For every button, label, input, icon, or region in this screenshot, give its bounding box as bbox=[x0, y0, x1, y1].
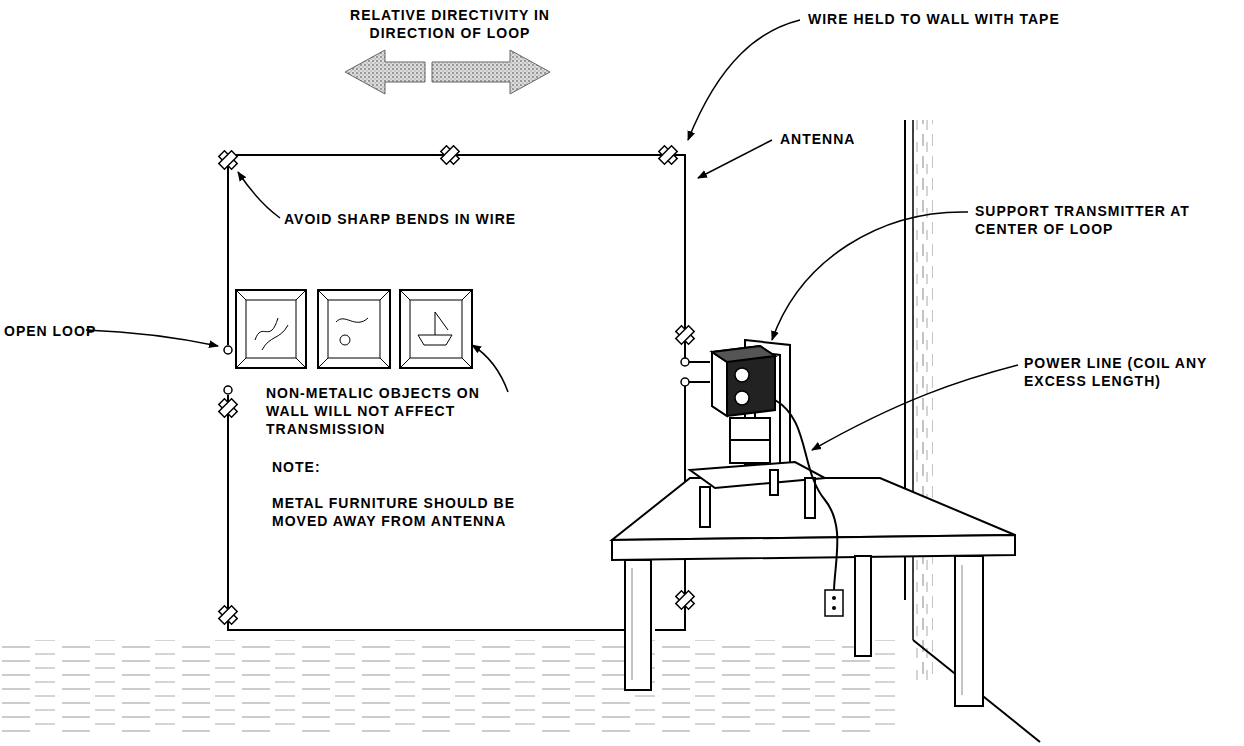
callout-label: NON-METALIC OBJECTS ON WALL WILL NOT AFF… bbox=[266, 384, 491, 438]
callout-label: SUPPORT TRANSMITTER AT CENTER OF LOOP bbox=[975, 202, 1200, 238]
heading-note: RELATIVE DIRECTIVITY IN DIRECTION OF LOO… bbox=[330, 6, 570, 42]
callout-label: ANTENNA bbox=[780, 130, 890, 148]
callout-label: OPEN LOOP bbox=[4, 322, 114, 340]
callout-label: WIRE HELD TO WALL WITH TAPE bbox=[808, 10, 1128, 28]
callout-label: AVOID SHARP BENDS IN WIRE bbox=[284, 210, 584, 228]
note-text: METAL FURNITURE SHOULD BE MOVED AWAY FRO… bbox=[272, 494, 572, 530]
callout-label: POWER LINE (COIL ANY EXCESS LENGTH) bbox=[1024, 354, 1209, 390]
note-heading: NOTE: bbox=[272, 458, 372, 476]
